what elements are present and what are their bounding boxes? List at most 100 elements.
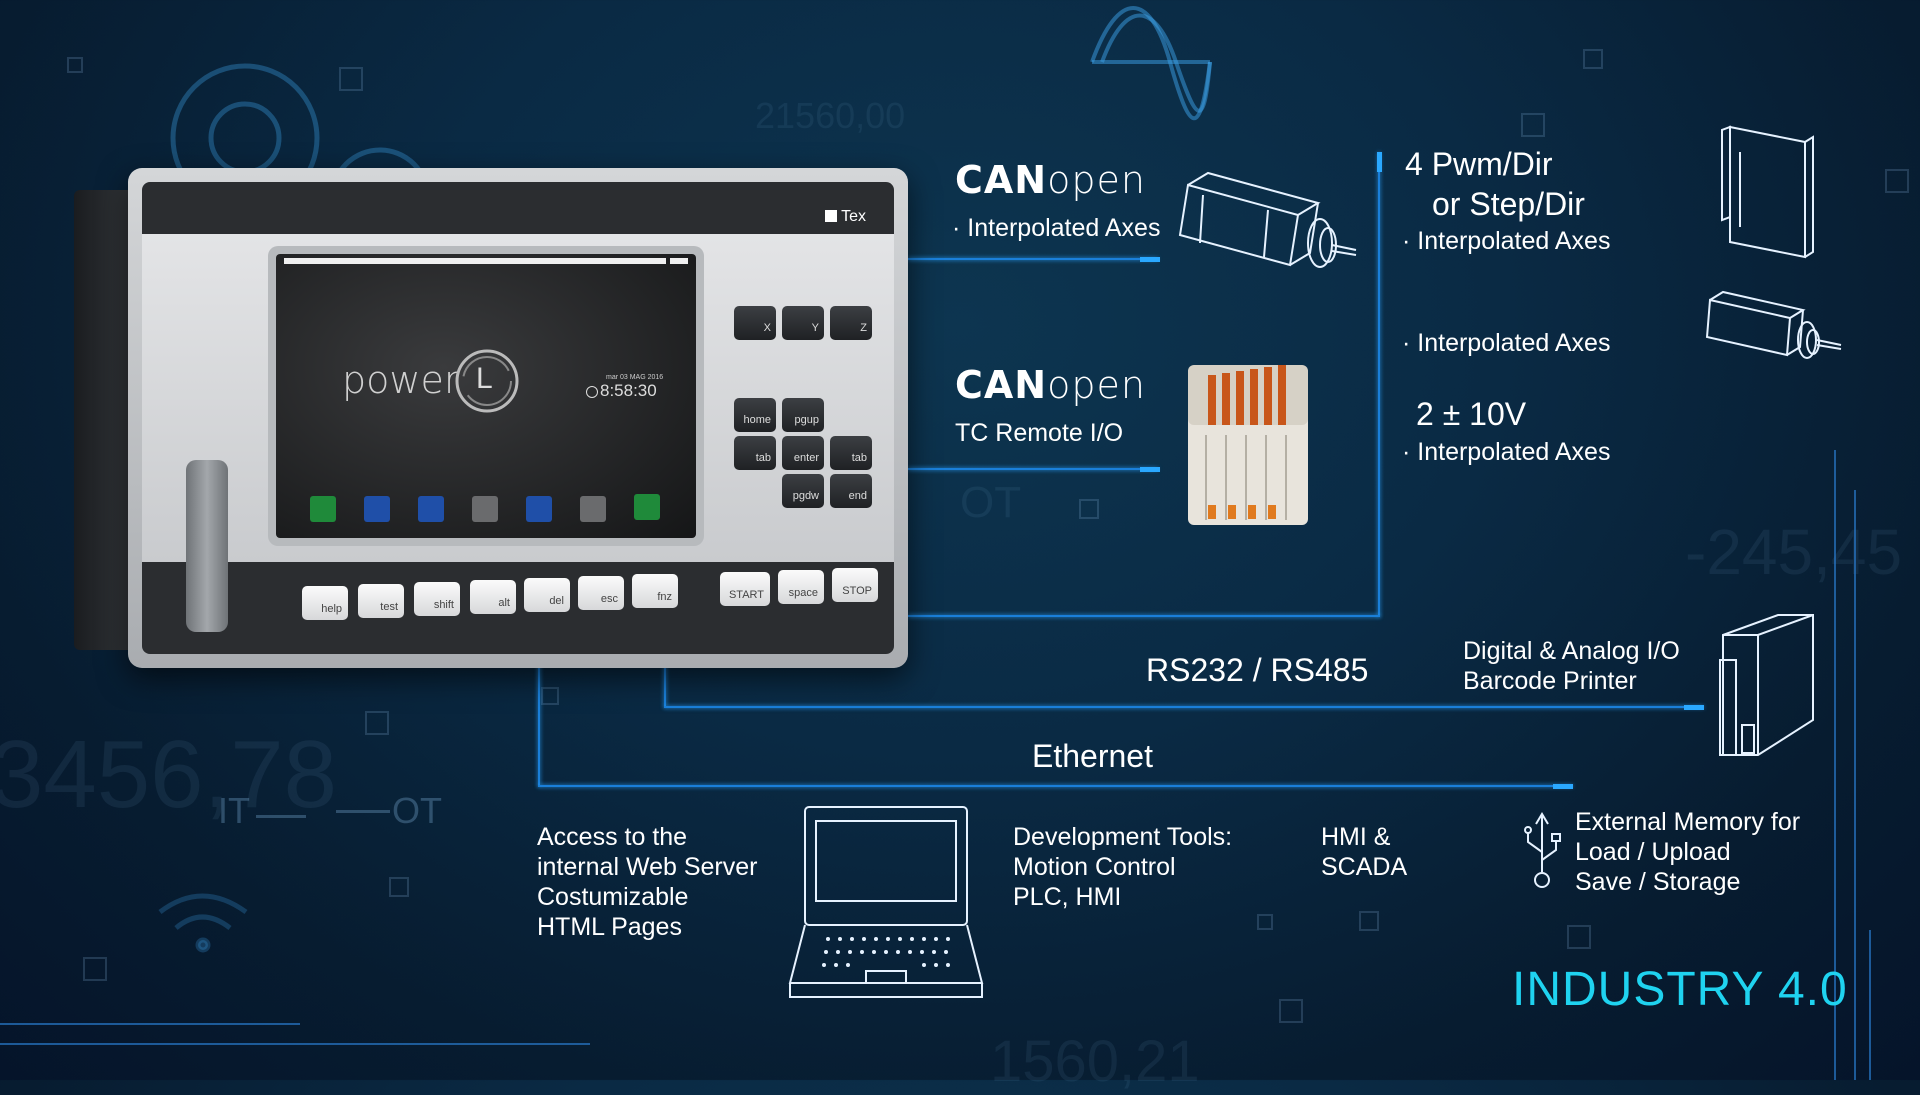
key-shift[interactable]: shift (414, 582, 460, 616)
it-label: IT (218, 790, 250, 831)
key-del[interactable]: del (524, 578, 570, 612)
ot-label: OT (392, 790, 442, 831)
canopen1-line (908, 258, 1158, 260)
ethernet-endcap (1553, 784, 1573, 789)
key-esc[interactable]: esc (578, 576, 624, 610)
background-squares (67, 49, 1909, 1023)
web-line3: Costumizable (537, 883, 689, 911)
power-logo-letter: L (476, 362, 493, 395)
key-enter-label: enter (793, 452, 819, 464)
memory-line3: Save / Storage (1575, 868, 1741, 896)
devtools-line2: Motion Control (1013, 853, 1176, 881)
rs-horizontal-line (664, 706, 1704, 708)
key-home-label: home (743, 414, 771, 426)
analog-caption: · Interpolated Axes (1402, 438, 1611, 466)
canopen-logo-2: CANopen (955, 363, 1146, 408)
screen-progress-bar (284, 258, 666, 264)
web-line2: internal Web Server (537, 853, 758, 881)
sine-wave-icon (1090, 6, 1212, 121)
key-alt[interactable]: alt (470, 580, 516, 614)
key-end[interactable]: end (830, 474, 872, 508)
bg-number-3: -245,45 (1685, 516, 1903, 588)
canopen-1-caption: · Interpolated Axes (952, 214, 1161, 242)
key-home[interactable]: home (734, 398, 776, 432)
key-pgdw[interactable]: pgdw (782, 474, 824, 508)
clock-icon (586, 386, 598, 398)
brand-logo: Tex (825, 208, 866, 226)
devtools-line1: Development Tools: (1013, 823, 1233, 851)
screen-progress-end (670, 258, 688, 264)
digital-line2: Barcode Printer (1463, 667, 1637, 695)
key-right[interactable]: tab (830, 436, 872, 470)
rs-endcap (1684, 705, 1704, 710)
key-fnz[interactable]: fnz (632, 574, 678, 608)
digital-line1: Digital & Analog I/O (1463, 637, 1680, 665)
canopen-logo-bold: CAN (955, 158, 1048, 202)
it-ot-connector-right (336, 810, 390, 813)
laptop-icon (788, 806, 984, 998)
device-top-band: Tex (142, 182, 894, 234)
screen-time: 8:58:30 (600, 381, 657, 400)
key-y[interactable]: Y (782, 306, 824, 340)
cnc-controller: Tex power L mar 03 MAG 2016 8:58:30 X Y … (74, 168, 908, 668)
brand-logo-mark (825, 210, 838, 222)
canopen2-endcap (1140, 467, 1160, 472)
key-right-label: tab (851, 452, 867, 464)
key-start[interactable]: START (720, 572, 770, 606)
file-gray-icon[interactable] (580, 496, 606, 522)
canopen2-line (908, 468, 1158, 470)
canopen-logo-light: open (1047, 158, 1146, 202)
edit-icon[interactable] (472, 496, 498, 522)
power-logo-ring (455, 349, 519, 413)
industry-title: INDUSTRY 4.0 (1512, 963, 1848, 1016)
key-z[interactable]: Z (830, 306, 872, 340)
ethernet-label: Ethernet (1032, 738, 1153, 774)
hand-green-icon[interactable] (310, 496, 336, 522)
key-left-label: tab (755, 452, 771, 464)
pwm-endcap (1377, 152, 1382, 172)
stepper-driver-icon (1721, 125, 1814, 259)
device-handle[interactable] (186, 460, 228, 632)
canopen-2-caption: TC Remote I/O (955, 419, 1124, 447)
servo-motor-icon (1178, 171, 1357, 268)
key-x[interactable]: X (734, 306, 776, 340)
key-test[interactable]: test (358, 584, 404, 618)
screen-date: mar 03 MAG 2016 (606, 374, 664, 381)
file-icon[interactable] (526, 496, 552, 522)
brand-name: Tex (841, 208, 866, 225)
background-lines (0, 450, 1871, 1080)
ethernet-vertical-line (538, 652, 540, 786)
axes-mid-caption: · Interpolated Axes (1402, 329, 1611, 357)
rs-vertical-line (664, 645, 666, 707)
pwm-line1: 4 Pwm/Dir (1405, 146, 1553, 182)
usb-icon (1524, 812, 1561, 888)
bg-number-5: OT (960, 478, 1022, 527)
copy-icon[interactable] (364, 496, 390, 522)
pwm-horizontal-line (908, 615, 1380, 617)
memory-line2: Load / Upload (1575, 838, 1731, 866)
key-left[interactable]: tab (734, 436, 776, 470)
hmi-line1: HMI & (1321, 823, 1391, 851)
key-end-label: end (848, 490, 867, 502)
wifi-icon (158, 893, 248, 953)
document-icon[interactable] (418, 496, 444, 522)
key-enter[interactable]: enter (782, 436, 824, 470)
canopen1-endcap (1140, 257, 1160, 262)
printer-icon (1719, 614, 1814, 756)
canopen-logo-1: CANopen (955, 158, 1146, 203)
key-pgup[interactable]: pgup (782, 398, 824, 432)
web-line4: HTML Pages (537, 913, 682, 941)
canopen-logo-light: open (1047, 363, 1146, 407)
device-side (74, 190, 134, 650)
web-line1: Access to the (537, 823, 688, 851)
device-screen[interactable]: power L mar 03 MAG 2016 8:58:30 (276, 254, 696, 538)
memory-line1: External Memory for (1575, 808, 1801, 836)
pwm-vertical-line (1378, 152, 1380, 617)
hand-stop-icon[interactable] (634, 494, 660, 520)
screen-power-word: power (342, 358, 460, 402)
key-space[interactable]: space (778, 570, 824, 604)
pwm-caption: · Interpolated Axes (1402, 227, 1611, 255)
key-stop[interactable]: STOP (832, 568, 878, 602)
rs-label: RS232 / RS485 (1146, 652, 1369, 688)
key-help[interactable]: help (302, 586, 348, 620)
